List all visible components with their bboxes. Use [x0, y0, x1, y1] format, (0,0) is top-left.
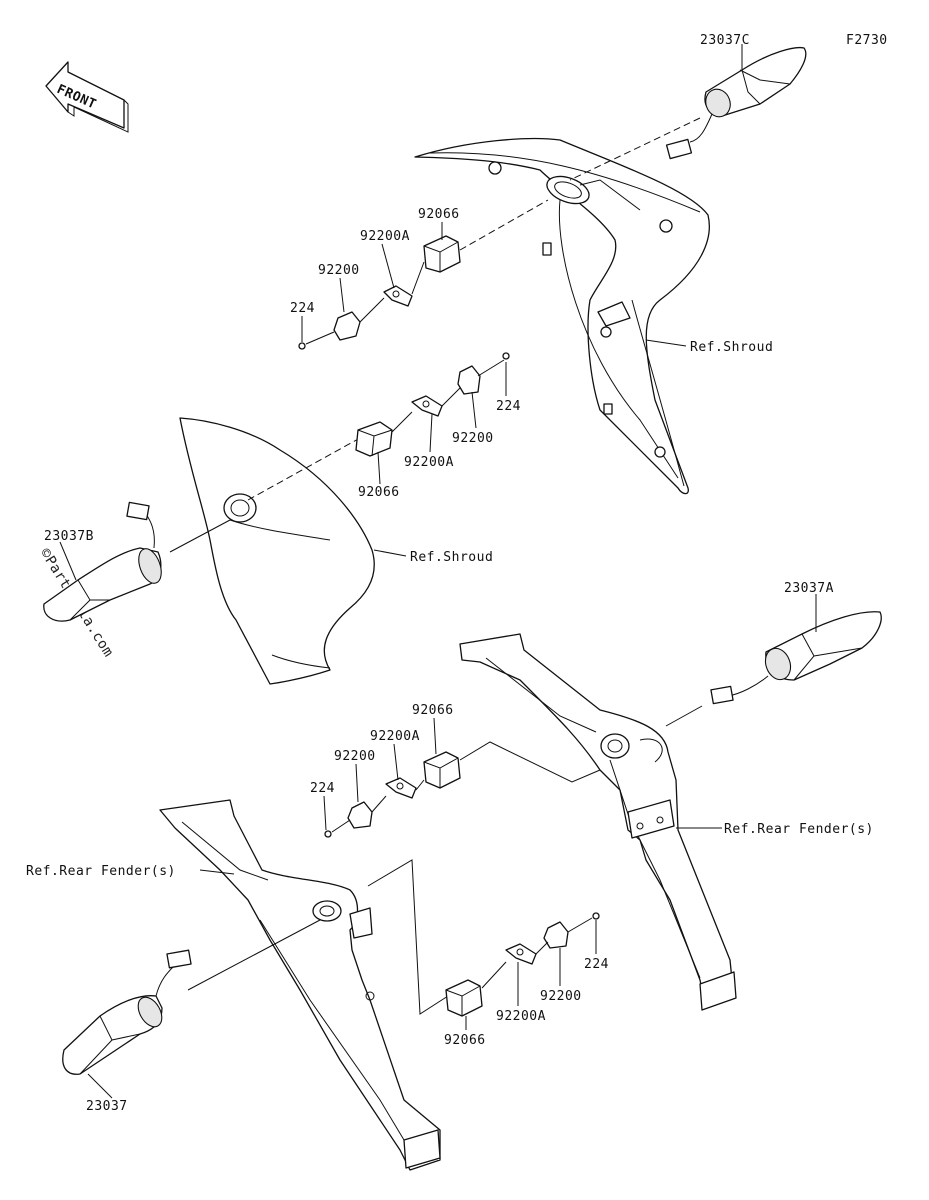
callout-g1-224: 224 — [290, 301, 315, 316]
rear-fender-left-drawing — [159, 799, 441, 1171]
callout-ref-shroud-right: Ref.Shroud — [690, 340, 773, 355]
callout-g2-92066: 92066 — [358, 485, 400, 500]
callout-23037b: 23037B — [44, 529, 94, 544]
right-shroud-drawing — [414, 137, 710, 495]
callout-g2-92200a: 92200A — [404, 455, 454, 470]
callout-g2-92200: 92200 — [452, 431, 494, 446]
callout-g3-92200a: 92200A — [370, 729, 420, 744]
callout-g1-92200: 92200 — [318, 263, 360, 278]
callout-23037: 23037 — [86, 1099, 128, 1114]
callout-g4-92066: 92066 — [444, 1033, 486, 1048]
left-shroud-drawing — [179, 417, 375, 685]
hardware-group-3 — [324, 741, 601, 838]
callout-leaders — [59, 44, 817, 1099]
callout-23037a: 23037A — [784, 581, 834, 596]
turn-signal-23037c-drawing — [665, 46, 807, 160]
rear-fender-right-drawing — [459, 633, 737, 1011]
callout-g4-224: 224 — [584, 957, 609, 972]
callout-g2-224: 224 — [496, 399, 521, 414]
turn-signal-23037a-drawing — [710, 611, 882, 705]
hardware-group-1 — [298, 199, 549, 350]
callout-23037c: 23037C — [700, 33, 750, 48]
callout-g4-92200a: 92200A — [496, 1009, 546, 1024]
front-arrow-icon: FRONT — [45, 61, 129, 133]
figure-code: F2730 — [846, 33, 888, 48]
callout-ref-rear-fender-left: Ref.Rear Fender(s) — [26, 864, 176, 879]
callout-g3-224: 224 — [310, 781, 335, 796]
callout-ref-rear-fender-right: Ref.Rear Fender(s) — [724, 822, 874, 837]
callout-g1-92200a: 92200A — [360, 229, 410, 244]
hardware-group-2 — [355, 352, 510, 457]
callout-g3-92066: 92066 — [412, 703, 454, 718]
callout-g1-92066: 92066 — [418, 207, 460, 222]
turn-signal-23037b-drawing — [43, 501, 162, 622]
callout-ref-shroud-left: Ref.Shroud — [410, 550, 493, 565]
hardware-group-4 — [445, 912, 600, 1017]
callout-g3-92200: 92200 — [334, 749, 376, 764]
callout-g4-92200: 92200 — [540, 989, 582, 1004]
turn-signal-23037-drawing — [62, 949, 192, 1075]
